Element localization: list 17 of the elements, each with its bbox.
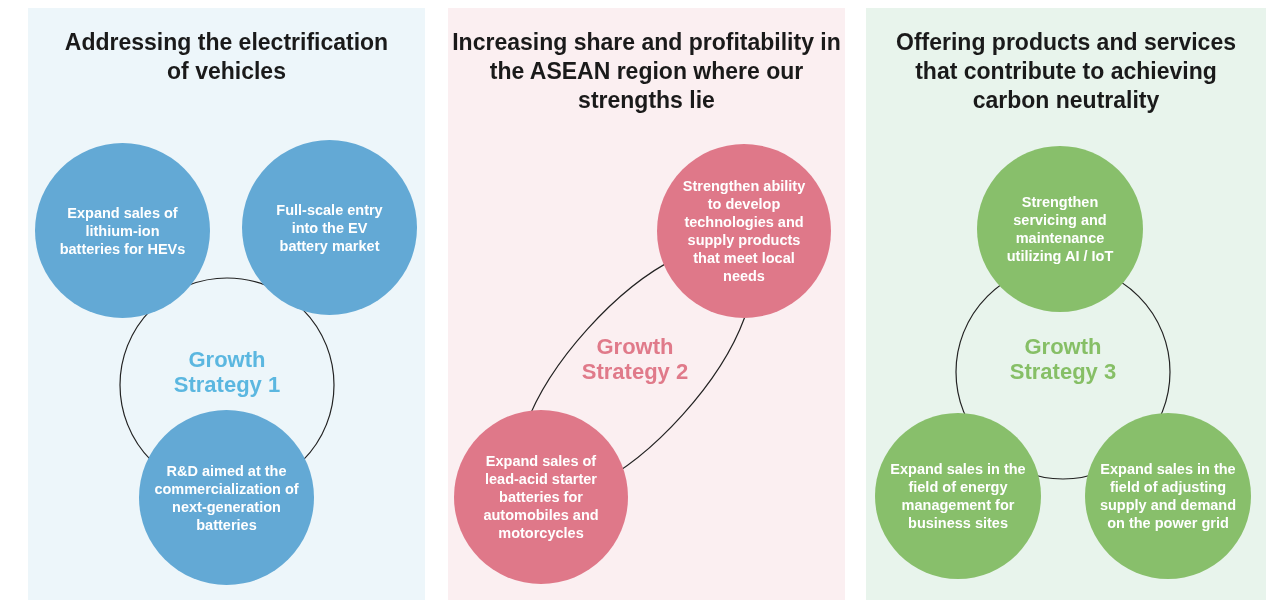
strategy-panel — [866, 8, 1266, 600]
panel-title: Addressing the electrification of vehicles — [63, 28, 390, 86]
panel-title: Increasing share and profitability in the ASEAN region where our strengths lie — [451, 28, 842, 115]
strategy-panel — [448, 8, 845, 600]
circle-text: Strengthen ability to develop technologies and supply products that meet local needs — [681, 177, 807, 285]
circle-text: Strengthen servicing and maintenance utilizing AI / IoT — [1005, 193, 1115, 265]
strategy-label: Growth Strategy 2 — [580, 334, 690, 384]
strategy-label: Growth Strategy 1 — [172, 347, 282, 397]
panel-title: Offering products and services that contribute to achieving carbon neutrality — [895, 28, 1237, 115]
circle-text: Expand sales in the field of energy management for business sites — [889, 460, 1027, 532]
circle-text: Expand sales of lead-acid starter batteries for automobiles and motorcycles — [482, 452, 600, 542]
circle-text: Expand sales of lithium-ion batteries for HEVs — [58, 203, 187, 258]
circle-text: Full-scale entry into the EV battery market — [275, 200, 384, 255]
circle-text: R&D aimed at the commercialization of next-generation batteries — [153, 461, 300, 534]
strategy-panel — [28, 8, 425, 600]
strategy-label: Growth Strategy 3 — [1008, 334, 1118, 384]
circle-text: Expand sales in the field of adjusting supply and demand on the power grid — [1098, 460, 1238, 532]
